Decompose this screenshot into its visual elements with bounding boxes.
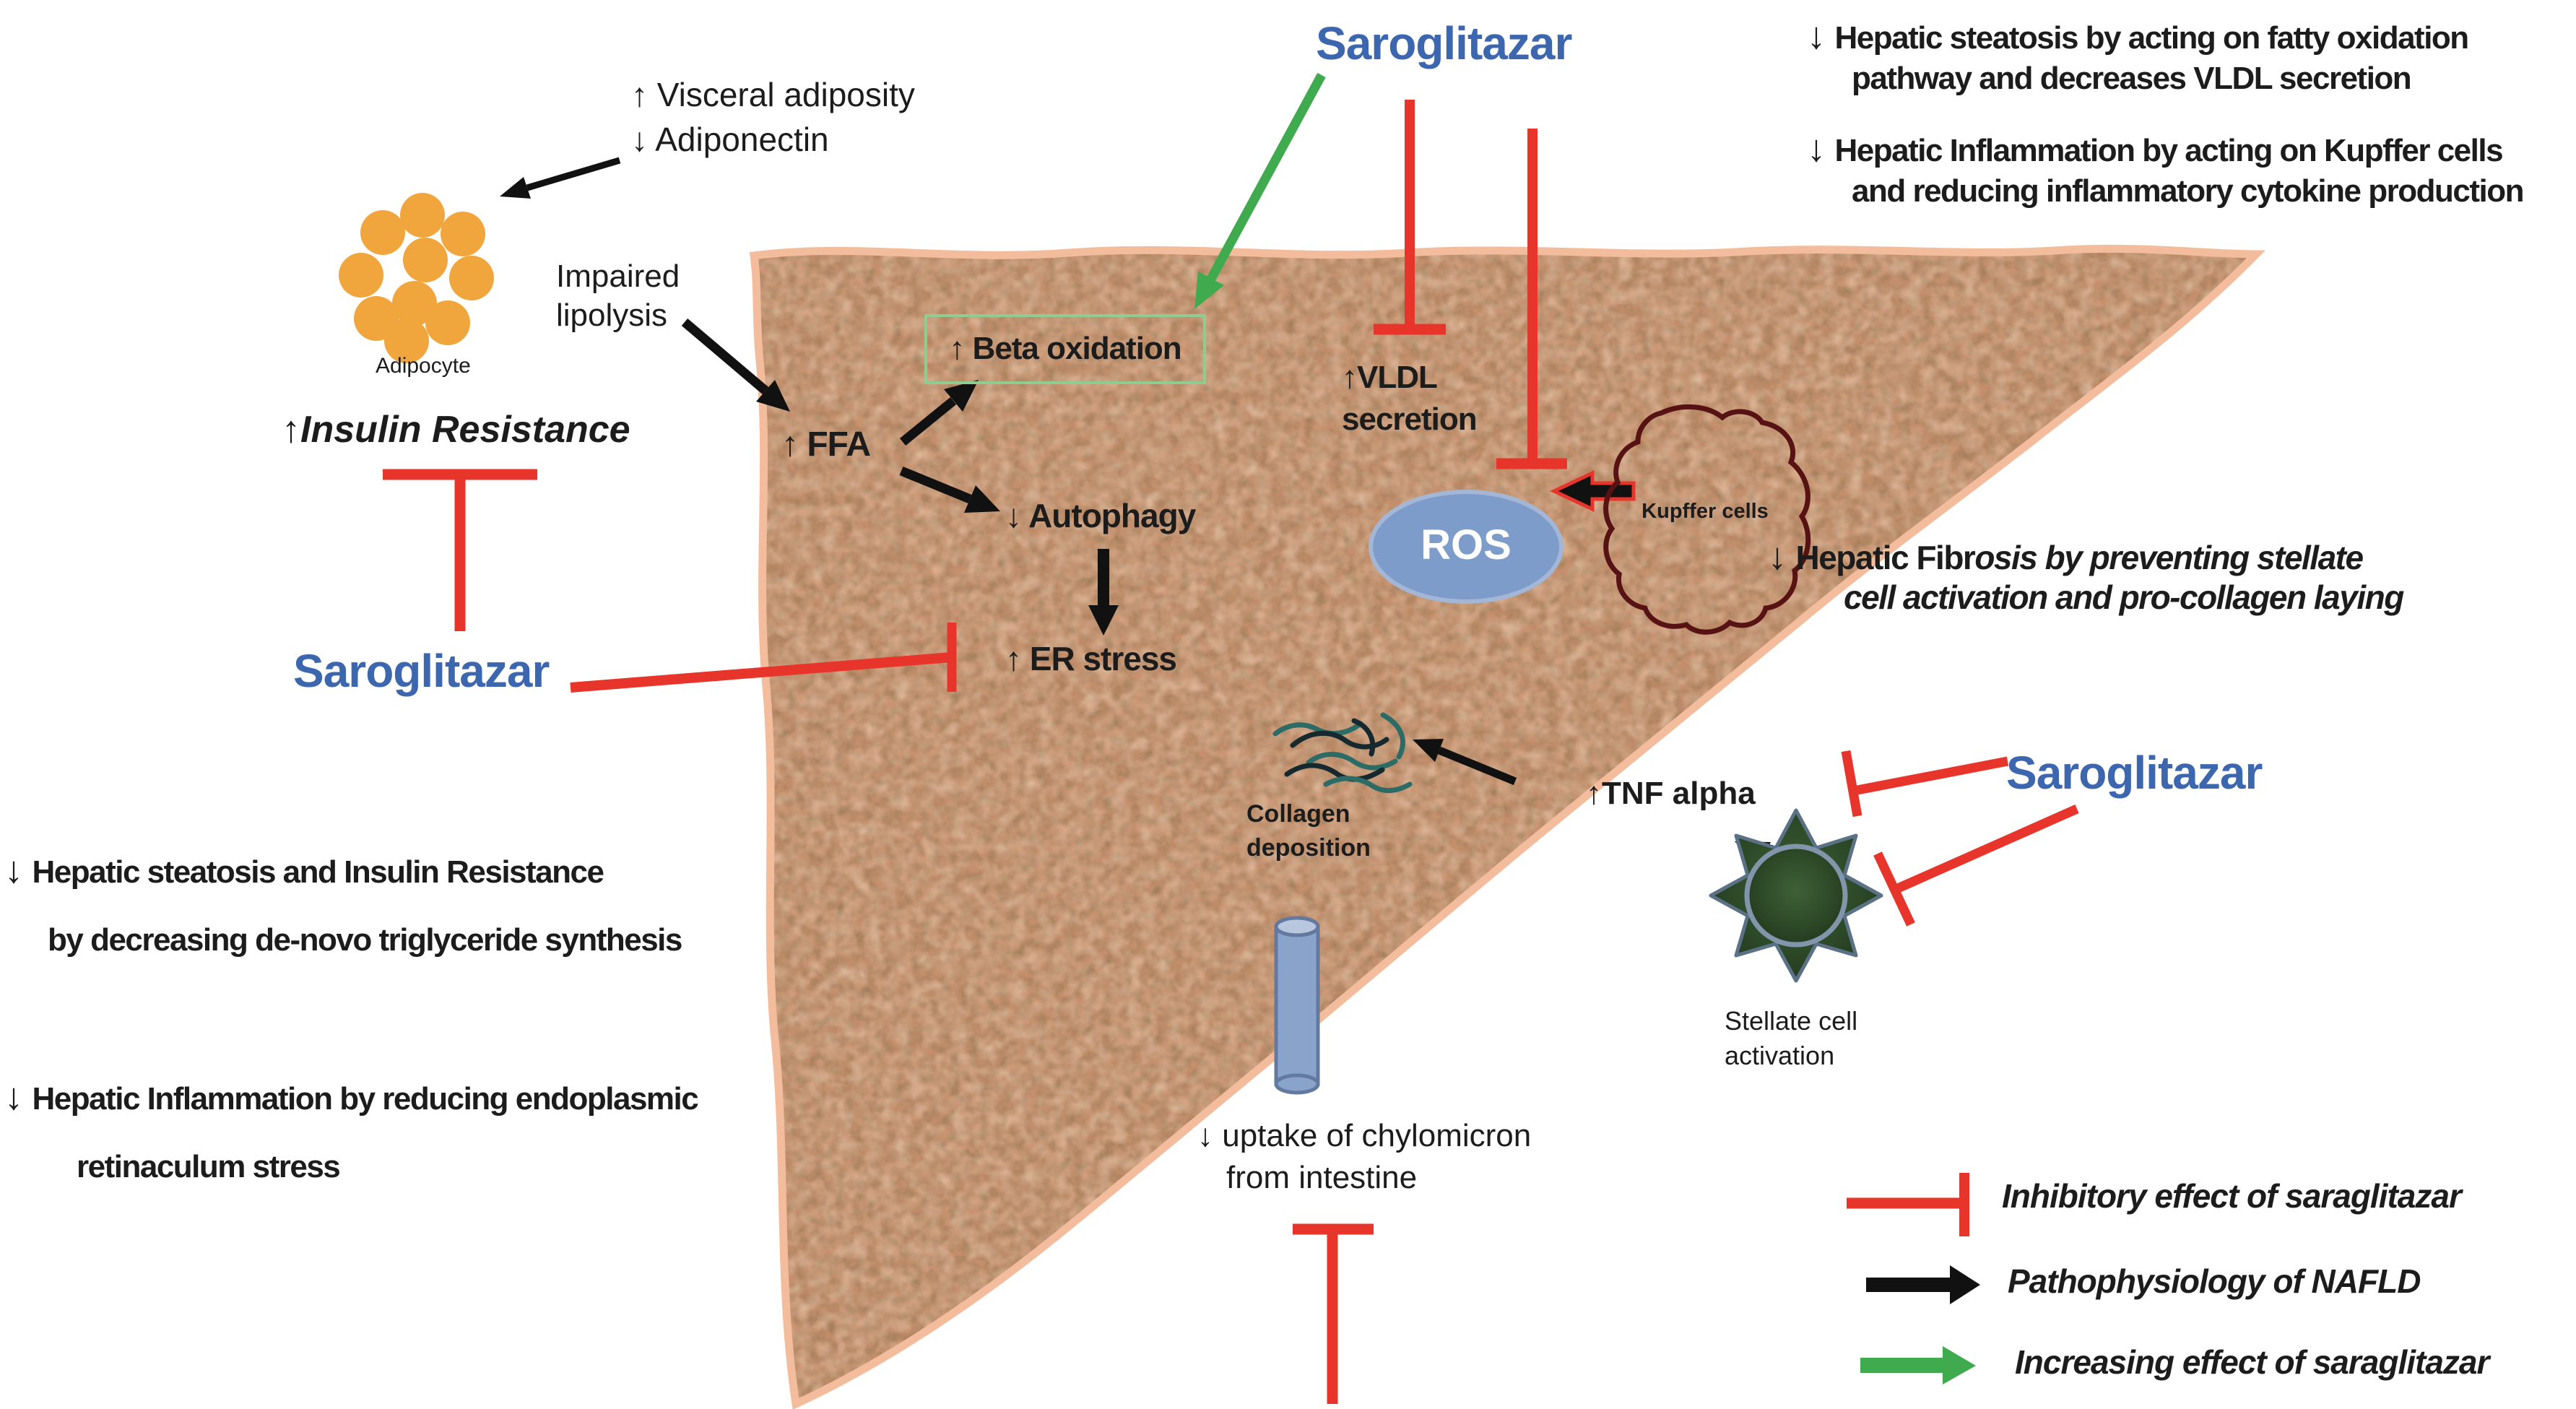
- collagen-fibers-icon: [1272, 712, 1413, 793]
- annotation-hepatic-fibrosis: ↓Hepatic Fibrosis by preventing stellate…: [1768, 536, 2404, 617]
- annotation-left1-line2: by decreasing de-novo triglyceride synth…: [48, 922, 682, 958]
- arrow-ffa-to-autophagy: [899, 466, 1000, 513]
- arrow-kupffer-to-ros: [1550, 470, 1636, 512]
- secretion-line2: secretion: [1342, 402, 1478, 437]
- legend-green-arrow-icon: [1860, 1346, 1976, 1384]
- inhibitor-chylomicron: [1293, 1223, 1374, 1404]
- insulin-resistance-label: ↑Insulin Resistance: [282, 409, 630, 451]
- arrow-autophagy-to-er-stress: [1088, 549, 1119, 636]
- annotation-inflammation-line1: Hepatic Inflammation by acting on Kupffe…: [1834, 133, 2504, 168]
- legend-black-arrow-icon: [1866, 1265, 1980, 1304]
- ros-label: ROS: [1421, 521, 1512, 568]
- arrow-ffa-to-beta-oxidation: [899, 380, 979, 446]
- beta-oxidation-label: ↑ Beta oxidation: [949, 331, 1181, 366]
- chylomicron-label: ↓ uptake of chylomicron from intestine: [1197, 1115, 1531, 1199]
- cylinder-icon: [1274, 916, 1320, 1095]
- saroglitazar-label-left: Saroglitazar: [293, 645, 550, 697]
- annotation-fibrosis-line1-italic: osis by preventing stellate: [1974, 539, 2364, 576]
- inhibitor-right-saroglitazar-to-stellate: [1873, 805, 2079, 927]
- collagen-deposition-label: Collagen deposition: [1246, 797, 1371, 865]
- legend-increasing-label: Increasing effect of saraglitazar: [2015, 1343, 2489, 1381]
- chylomicron-line2: from intestine: [1226, 1160, 1418, 1195]
- saroglitazar-label-top: Saroglitazar: [1316, 17, 1572, 69]
- inhibitor-top-to-vldl: [1374, 100, 1446, 335]
- legend-inhibitor-icon: [1847, 1173, 1969, 1236]
- er-stress-label: ↑ ER stress: [1005, 640, 1177, 677]
- down-arrow-icon: ↓: [1768, 536, 1787, 578]
- saroglitazar-label-right: Saroglitazar: [2006, 747, 2263, 799]
- annotation-fibrosis-line1-upright: Hepatic Fibr: [1795, 539, 1976, 576]
- chylomicron-line1: ↓ uptake of chylomicron: [1197, 1118, 1532, 1153]
- down-arrow-icon: ↓: [4, 1076, 23, 1118]
- inhibitor-top-to-kupffer: [1496, 129, 1567, 469]
- lipolysis-line2: lipolysis: [556, 298, 668, 333]
- autophagy-label: ↓ Autophagy: [1005, 497, 1196, 534]
- adiponectin-line2: ↓ Adiponectin: [631, 121, 829, 158]
- down-arrow-icon: ↓: [1807, 15, 1826, 57]
- inhibitor-left-saroglitazar-to-er-stress: [570, 623, 957, 693]
- annotation-inflammation-line2: and reducing inflammatory cytokine produ…: [1852, 173, 2524, 209]
- legend-pathophysiology-label: Pathophysiology of NAFLD: [2008, 1262, 2421, 1300]
- annotation-left2-line1: Hepatic Inflammation by reducing endopla…: [32, 1081, 699, 1117]
- ffa-label: ↑ FFA: [781, 425, 871, 464]
- annotation-hepatic-steatosis: ↓Hepatic steatosis by acting on fatty ox…: [1807, 15, 2470, 99]
- impaired-line1: Impaired: [556, 259, 680, 294]
- green-arrow-saroglitazar-to-beta-oxidation: [1194, 72, 1326, 309]
- annotation-steatosis-insulin-left: ↓Hepatic steatosis and Insulin Resistanc…: [4, 836, 682, 974]
- annotation-steatosis-line1: Hepatic steatosis by acting on fatty oxi…: [1834, 20, 2470, 56]
- inhibitor-bars: [383, 100, 2079, 1404]
- legend-inhibitory-label: Inhibitory effect of saraglitazar: [2002, 1177, 2462, 1215]
- arrow-lipolysis-to-ffa: [681, 318, 790, 412]
- arrow-tnf-to-collagen: [1413, 739, 1517, 786]
- vldl-secretion-label: ↑VLDL secretion: [1342, 357, 1478, 441]
- adipocyte-label: Adipocyte: [376, 354, 471, 378]
- stellate-line1: Stellate cell: [1725, 1006, 1858, 1036]
- annotation-left1-line1: Hepatic steatosis and Insulin Resistance: [32, 854, 604, 890]
- ros-ellipse: [1369, 490, 1564, 604]
- visceral-adiposity-label: ↑ Visceral adiposity ↓ Adiponectin: [631, 72, 915, 162]
- collagen-line1: Collagen: [1246, 800, 1350, 828]
- annotation-inflammation-left: ↓Hepatic Inflammation by reducing endopl…: [4, 1063, 699, 1201]
- arrow-visceral-to-adipocyte: [500, 157, 621, 199]
- beta-oxidation-box: [924, 314, 1206, 384]
- adipocyte-icon: [339, 193, 494, 363]
- impaired-lipolysis-label: Impaired lipolysis: [556, 257, 680, 335]
- down-arrow-icon: ↓: [4, 849, 23, 891]
- annotation-steatosis-line2: pathway and decreases VLDL secretion: [1852, 61, 2412, 96]
- tnf-alpha-label: ↑TNF alpha: [1586, 776, 1756, 811]
- deposition-line2: deposition: [1246, 834, 1371, 862]
- inhibitor-right-saroglitazar-to-tnf: [1841, 750, 2009, 818]
- visceral-adiposity-line1: ↑ Visceral adiposity: [631, 76, 915, 113]
- liver-border: [749, 244, 2266, 1409]
- annotation-left2-line2: retinaculum stress: [77, 1149, 341, 1184]
- inhibitor-insulin-resistance: [383, 469, 537, 631]
- vldl-line1: ↑VLDL: [1342, 360, 1438, 395]
- stellate-cell-icon: [1709, 808, 1883, 983]
- annotation-fibrosis-line2: cell activation and pro-collagen laying: [1844, 578, 2404, 616]
- down-arrow-icon: ↓: [1807, 128, 1826, 170]
- kupffer-cells-label: Kupffer cells: [1642, 500, 1769, 523]
- kupffer-cell-outline: [1603, 404, 1811, 635]
- annotation-hepatic-inflammation-right: ↓Hepatic Inflammation by acting on Kupff…: [1807, 128, 2524, 212]
- activation-line2: activation: [1725, 1041, 1835, 1070]
- stellate-activation-label: Stellate cell activation: [1725, 1004, 1857, 1073]
